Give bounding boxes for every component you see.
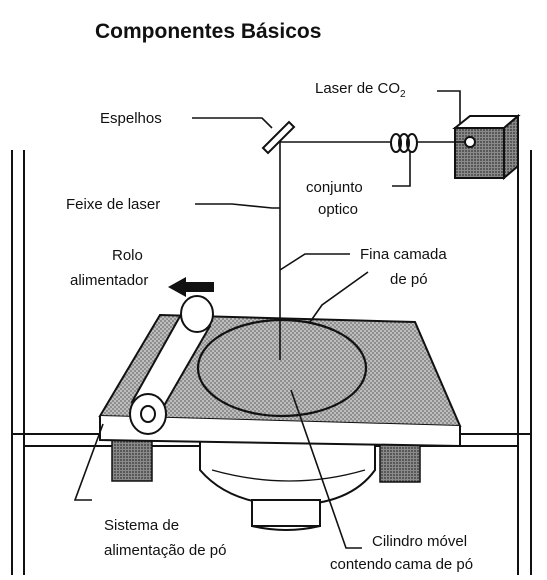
label-laser: Laser de CO2 xyxy=(315,80,406,100)
label-sistema-line1: Sistema de xyxy=(104,517,179,534)
label-feixe-laser: Feixe de laser xyxy=(66,196,160,213)
diagram-title: Componentes Básicos xyxy=(95,20,321,43)
laser-source xyxy=(452,113,521,181)
optics-assembly xyxy=(390,133,418,153)
roller-direction-arrow xyxy=(168,277,214,297)
laser-beam xyxy=(279,141,465,360)
label-conjunto-line1: conjunto xyxy=(306,179,363,196)
label-espelhos: Espelhos xyxy=(100,110,162,127)
label-conjunto-line2: optico xyxy=(318,201,358,218)
label-cilindro-line1: Cilindro móvel xyxy=(372,533,467,550)
mirror xyxy=(261,120,296,155)
label-fina-camada-line1: Fina camada xyxy=(360,246,447,263)
feed-roller xyxy=(129,295,214,435)
label-fina-camada-line2: de pó xyxy=(390,271,428,288)
label-rolo-line2: alimentador xyxy=(70,272,148,289)
label-rolo-line1: Rolo xyxy=(112,247,143,264)
leader-lines xyxy=(73,90,461,549)
